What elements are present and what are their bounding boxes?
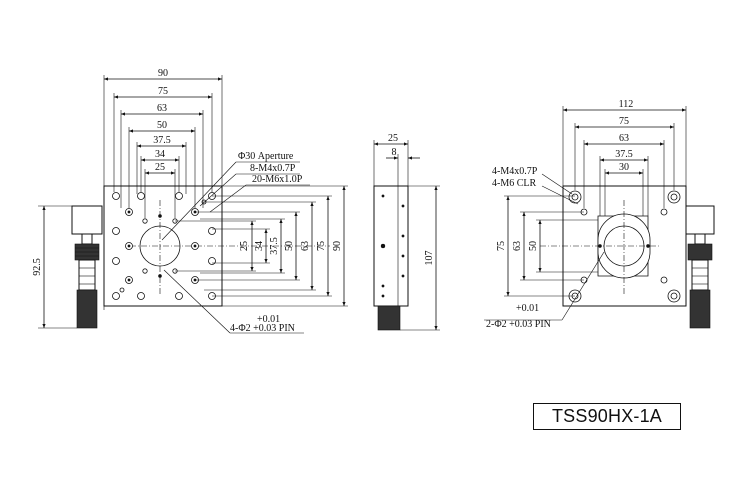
model-number-label: TSS90HX-1A xyxy=(533,403,681,430)
bottom-dim-112: 112 xyxy=(619,99,634,110)
top-callouts: Φ30 Aperture 8-M4x0.7P 20-M6x1.0P +0.01 … xyxy=(161,151,310,334)
side-dim-25: 25 xyxy=(388,133,398,144)
dim-right-90: 90 xyxy=(332,241,343,251)
top-holes xyxy=(112,192,216,300)
callout-aperture: Φ30 Aperture xyxy=(238,151,294,162)
top-height-dims: 25 34 37.5 50 63 75 90 xyxy=(175,185,348,307)
side-dim-107: 107 xyxy=(424,251,435,266)
top-left-height-dim: 92.5 xyxy=(32,205,77,329)
bottom-dim-75: 75 xyxy=(619,116,629,127)
dim-right-50: 50 xyxy=(284,241,295,251)
bottom-dim-63: 63 xyxy=(619,133,629,144)
dim-top-75: 75 xyxy=(158,86,168,97)
dim-right-75: 75 xyxy=(316,241,327,251)
dim-left-92-5: 92.5 xyxy=(32,258,43,276)
bottom-dim-h63: 63 xyxy=(512,241,523,251)
dim-top-90: 90 xyxy=(158,68,168,79)
dim-top-50: 50 xyxy=(157,120,167,131)
top-view: 90 75 63 50 37.5 34 25 xyxy=(32,68,348,334)
bottom-callout-m4: 4-M4x0.7P xyxy=(492,166,538,177)
top-width-dims: 90 75 63 50 37.5 34 25 xyxy=(103,68,223,218)
side-view: 25 8 107 xyxy=(373,133,440,331)
micrometer-left xyxy=(71,205,103,329)
callout-m6: 20-M6x1.0P xyxy=(252,174,303,185)
top-pin-tolerance: +0.01 xyxy=(257,314,280,325)
bottom-pin-label: 2-Φ2 +0.03 PIN xyxy=(486,319,551,330)
dim-right-25: 25 xyxy=(239,241,250,251)
callout-m4: 8-M4x0.7P xyxy=(250,163,296,174)
dim-right-63: 63 xyxy=(300,241,311,251)
side-dim-8: 8 xyxy=(392,147,397,158)
micrometer-right xyxy=(685,205,715,329)
dim-right-37-5: 37.5 xyxy=(269,237,280,255)
dim-top-63: 63 xyxy=(157,103,167,114)
bottom-dim-h50: 50 xyxy=(528,241,539,251)
top-pin-label: 4-Φ2 +0.03 PIN xyxy=(230,323,295,334)
bottom-callout-m6: 4-M6 CLR xyxy=(492,178,537,189)
dim-top-25: 25 xyxy=(155,162,165,173)
dim-top-34: 34 xyxy=(155,149,165,160)
bottom-pin-tolerance: +0.01 xyxy=(516,303,539,314)
dim-right-34: 34 xyxy=(254,241,265,251)
bottom-dim-30: 30 xyxy=(619,162,629,173)
bottom-dim-h75: 75 xyxy=(496,241,507,251)
bottom-dim-37-5: 37.5 xyxy=(615,149,633,160)
bottom-view: 112 75 63 37.5 30 75 63 50 4-M4x0.7 xyxy=(484,99,715,330)
dim-top-37-5: 37.5 xyxy=(153,135,171,146)
